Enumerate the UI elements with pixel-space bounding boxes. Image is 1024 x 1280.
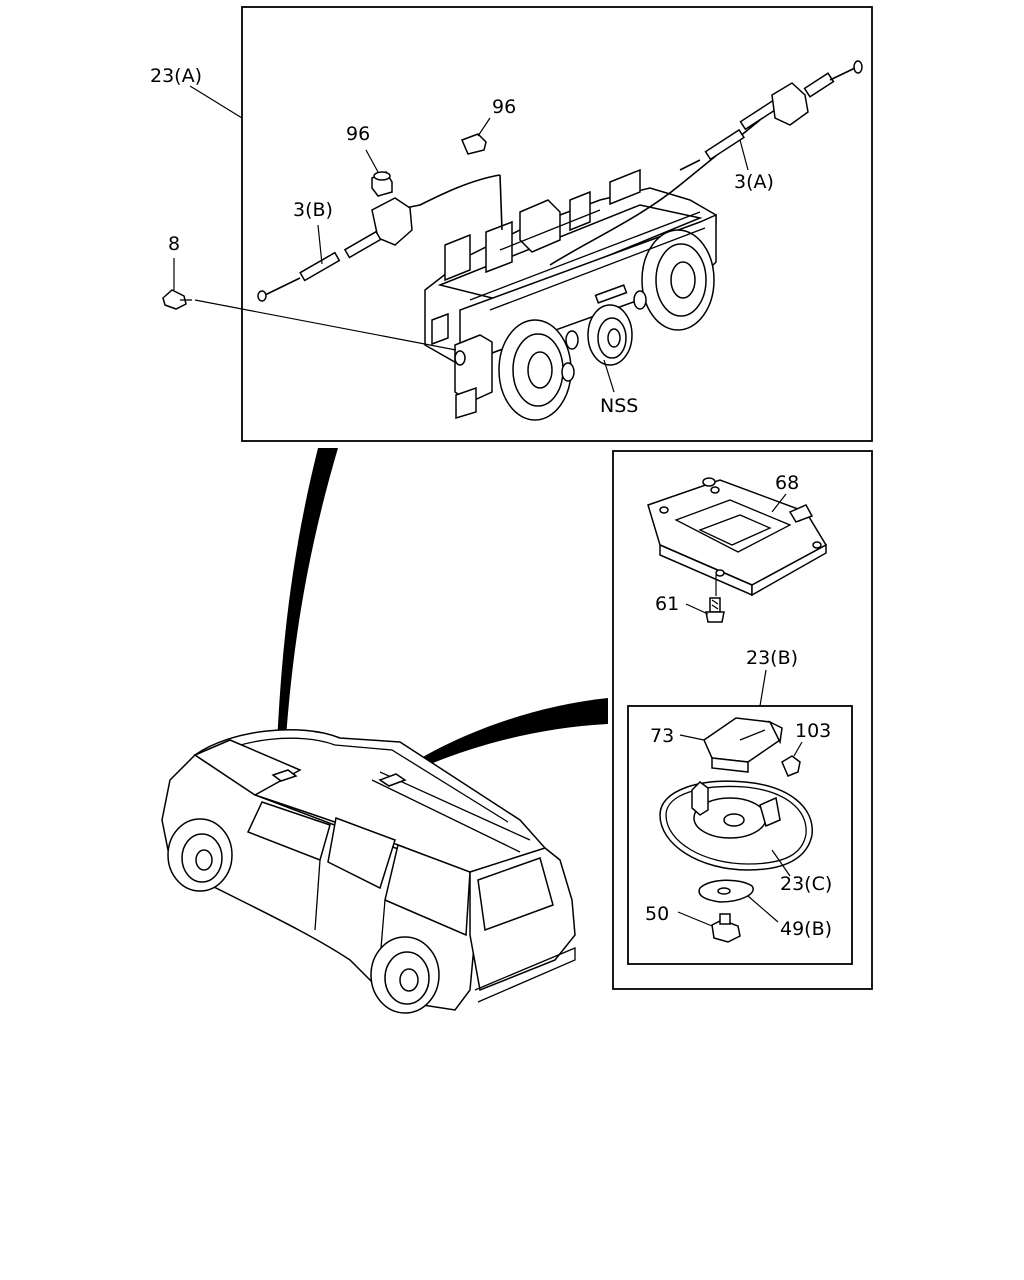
label-96-left: 96 [346, 123, 370, 145]
vehicle-illustration [161, 729, 576, 1014]
label-3b: 3(B) [293, 199, 333, 221]
label-73: 73 [650, 725, 674, 747]
lamp-assembly-frame [612, 450, 873, 990]
bracket-68 [647, 477, 828, 597]
cable-3a [549, 60, 863, 266]
bulb-50 [711, 913, 741, 943]
label-23b: 23(B) [746, 647, 798, 669]
label-23a: 23(A) [150, 65, 202, 87]
label-50: 50 [645, 903, 669, 925]
label-61: 61 [655, 593, 679, 615]
cable-3b [257, 174, 503, 302]
label-23c: 23(C) [780, 873, 832, 895]
housing-23c [659, 780, 813, 871]
callout-wedge-control [276, 448, 338, 770]
heater-control-unit [424, 168, 717, 421]
callout-wedge-lamp [408, 698, 608, 772]
label-103: 103 [795, 720, 831, 742]
lamp-subassembly-frame [627, 705, 853, 965]
clip-96-left [371, 171, 393, 197]
label-96-right: 96 [492, 96, 516, 118]
control-assembly-frame [241, 6, 873, 442]
screw-8 [162, 289, 192, 310]
clip-103 [781, 755, 801, 777]
clip-96-right [461, 133, 487, 155]
label-49b: 49(B) [780, 918, 832, 940]
label-8: 8 [168, 233, 180, 255]
label-nss: NSS [600, 395, 638, 417]
screw-61 [705, 597, 725, 623]
lens-73 [703, 717, 783, 773]
label-3a: 3(A) [734, 171, 774, 193]
label-68: 68 [775, 472, 799, 494]
gasket-49b [698, 879, 754, 903]
